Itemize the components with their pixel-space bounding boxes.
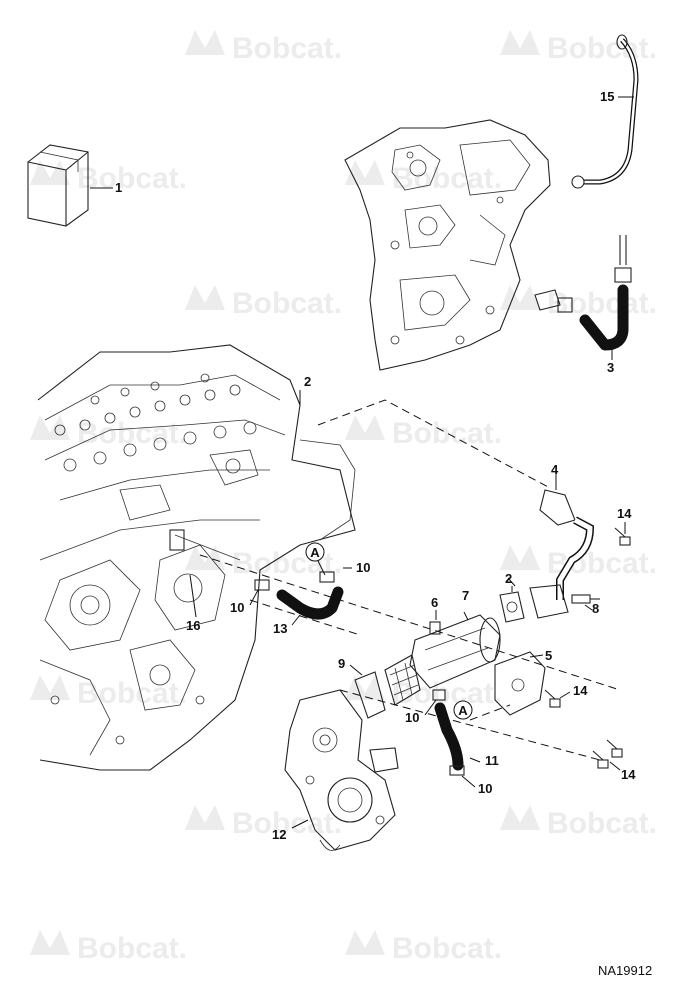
- watermark-logo: [30, 160, 70, 185]
- callout-10-mid: 10: [405, 710, 419, 725]
- watermark-logo: [185, 30, 225, 55]
- egr-cooler-part-7: [409, 611, 501, 689]
- callout-5: 5: [545, 648, 552, 663]
- watermark-logo: [185, 545, 225, 570]
- callout-6: 6: [431, 595, 438, 610]
- watermark-logo: [345, 415, 385, 440]
- gasket-part-9: [349, 654, 421, 719]
- hose-part-3: [534, 235, 632, 360]
- callout-14-mid: 14: [573, 683, 588, 698]
- reference-marker-a1-label: A: [310, 545, 320, 560]
- callout-8: 8: [592, 601, 599, 616]
- watermark-layer: Bobcat. Bobcat. Bobcat. Bobcat. Bobcat. …: [30, 30, 657, 965]
- callout-14-bottom: 14: [621, 767, 636, 782]
- watermark-text: Bobcat.: [392, 932, 502, 965]
- watermark-logo: [185, 285, 225, 310]
- watermark-text: Bobcat.: [392, 677, 502, 710]
- callout-12: 12: [272, 827, 286, 842]
- watermark-text: Bobcat.: [392, 162, 502, 195]
- callout-10-top: 10: [356, 560, 370, 575]
- callout-labels: 1 2 2 3 4 5 6 7 8 9 10 10 10 10 11 12 13…: [115, 89, 636, 842]
- reference-marker-a1: A: [305, 542, 326, 576]
- main-engine-illustration: [37, 344, 356, 771]
- figure-id: NA19912: [598, 963, 652, 978]
- gasket-part-2: [499, 586, 525, 623]
- bracket-part-5: [494, 651, 546, 716]
- watermark-text: Bobcat.: [77, 162, 187, 195]
- bolts-part-14: [544, 522, 631, 771]
- watermark-logo: [30, 930, 70, 955]
- callout-13: 13: [273, 621, 287, 636]
- egr-pipe-part-4: [529, 474, 595, 619]
- watermark-logo: [345, 160, 385, 185]
- watermark-text: Bobcat.: [392, 417, 502, 450]
- watermark-text: Bobcat.: [547, 287, 657, 320]
- watermark-logo: [345, 930, 385, 955]
- bolt-part-8: [571, 594, 600, 611]
- hose-part-13: [254, 571, 344, 626]
- callout-15: 15: [600, 89, 614, 104]
- watermark-logo: [500, 805, 540, 830]
- watermark-text: Bobcat.: [547, 807, 657, 840]
- callout-9: 9: [338, 656, 345, 671]
- watermark-text: Bobcat.: [232, 547, 342, 580]
- watermark-logo: [500, 545, 540, 570]
- watermark-logo: [500, 30, 540, 55]
- callout-4: 4: [551, 462, 559, 477]
- watermark-text: Bobcat.: [77, 677, 187, 710]
- reference-marker-a2-label: A: [458, 703, 468, 718]
- pipe-part-15: [571, 34, 639, 189]
- engine-block-upper-detail: [344, 119, 551, 371]
- reference-marker-a2: A: [453, 700, 473, 720]
- kit-box-illustration: [27, 144, 113, 227]
- watermark-logo: [30, 675, 70, 700]
- watermark-logo: [30, 415, 70, 440]
- callout-7: 7: [462, 588, 469, 603]
- watermark-text: Bobcat.: [232, 287, 342, 320]
- callout-11: 11: [485, 753, 499, 768]
- callout-16: 16: [186, 618, 200, 633]
- watermark-text: Bobcat.: [232, 807, 342, 840]
- watermark-logo: [500, 285, 540, 310]
- watermark-text: Bobcat.: [77, 417, 187, 450]
- watermark-text: Bobcat.: [547, 32, 657, 65]
- callout-1: 1: [115, 180, 122, 195]
- callout-2-upper: 2: [304, 374, 311, 389]
- fitting-part-6: [429, 610, 441, 635]
- watermark-logo: [185, 805, 225, 830]
- callout-2-right: 2: [505, 571, 512, 586]
- callout-3: 3: [607, 360, 614, 375]
- callout-14-top: 14: [617, 506, 632, 521]
- watermark-text: Bobcat.: [232, 32, 342, 65]
- egr-valve-part-12: [284, 689, 399, 851]
- clamp-leaders: [249, 567, 516, 788]
- callout-10-bottom: 10: [478, 781, 492, 796]
- hose-part-11: [432, 689, 481, 776]
- callout-10-left: 10: [230, 600, 244, 615]
- watermark-text: Bobcat.: [77, 932, 187, 965]
